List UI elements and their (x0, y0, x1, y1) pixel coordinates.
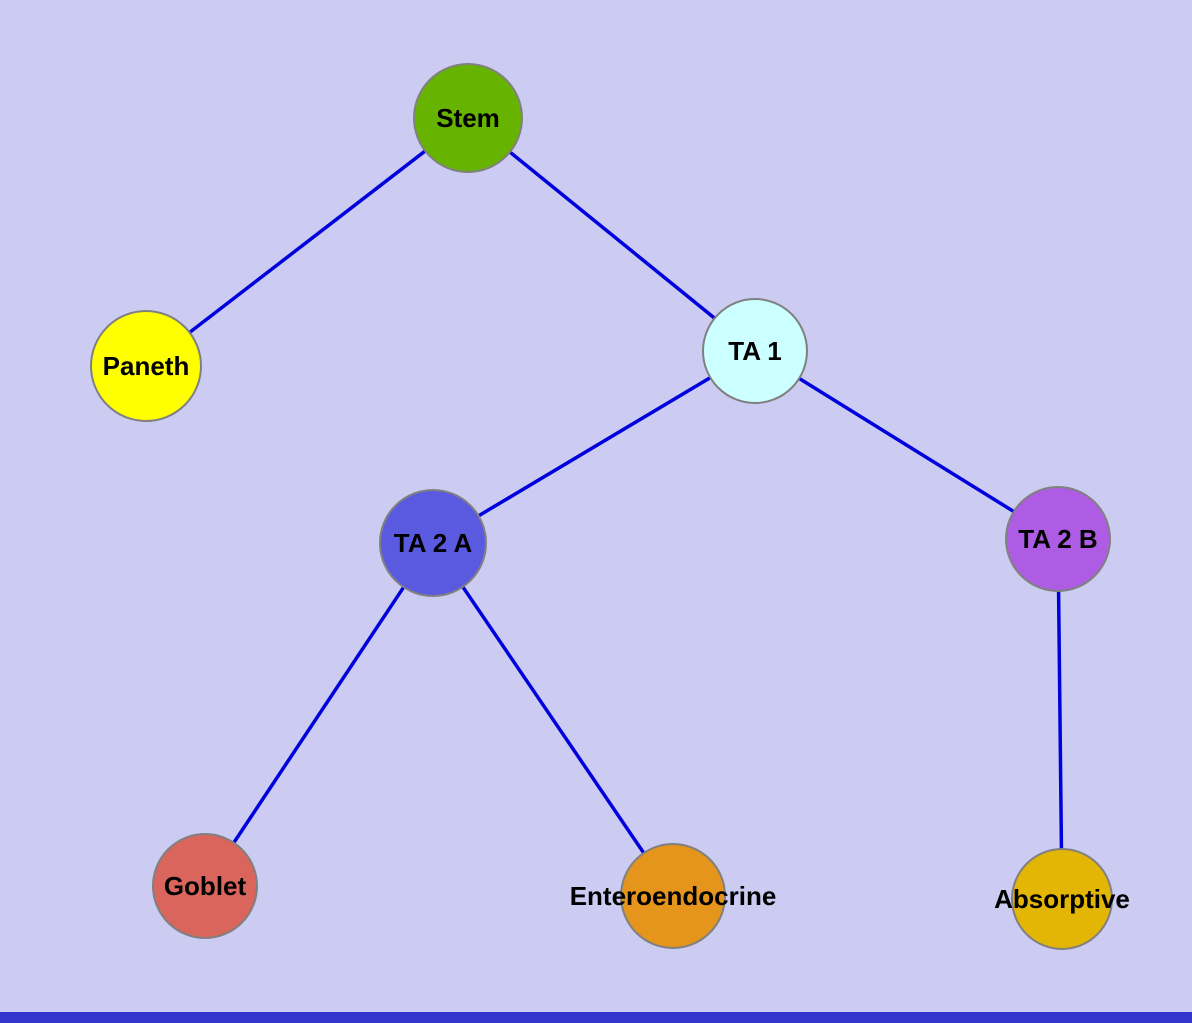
node-circle-stem[interactable] (413, 63, 523, 173)
node-absorptive[interactable]: Absorptive (994, 848, 1130, 950)
edge-ta2a-enteroendocrine[interactable] (431, 542, 675, 897)
node-ta1[interactable]: TA 1 (702, 298, 808, 404)
edge-ta2a-goblet[interactable] (203, 542, 435, 887)
node-ta2a[interactable]: TA 2 A (379, 489, 487, 597)
edge-ta1-ta2a[interactable] (432, 349, 756, 545)
node-enteroendocrine[interactable]: Enteroendocrine (570, 843, 777, 949)
node-circle-ta2b[interactable] (1005, 486, 1111, 592)
node-ta2b[interactable]: TA 2 B (1005, 486, 1111, 592)
node-circle-ta2a[interactable] (379, 489, 487, 597)
edge-stem-ta1[interactable] (466, 116, 757, 353)
edge-ta2b-absorptive[interactable] (1056, 538, 1064, 900)
node-circle-absorptive[interactable] (1011, 848, 1113, 950)
node-circle-goblet[interactable] (152, 833, 258, 939)
node-circle-enteroendocrine[interactable] (620, 843, 726, 949)
edge-ta1-ta2b[interactable] (754, 349, 1059, 541)
bottom-edge-bar (0, 1012, 1192, 1023)
edge-stem-paneth[interactable] (144, 116, 470, 368)
node-circle-paneth[interactable] (90, 310, 202, 422)
node-stem[interactable]: Stem (413, 63, 523, 173)
node-paneth[interactable]: Paneth (90, 310, 202, 422)
node-circle-ta1[interactable] (702, 298, 808, 404)
node-goblet[interactable]: Goblet (152, 833, 258, 939)
